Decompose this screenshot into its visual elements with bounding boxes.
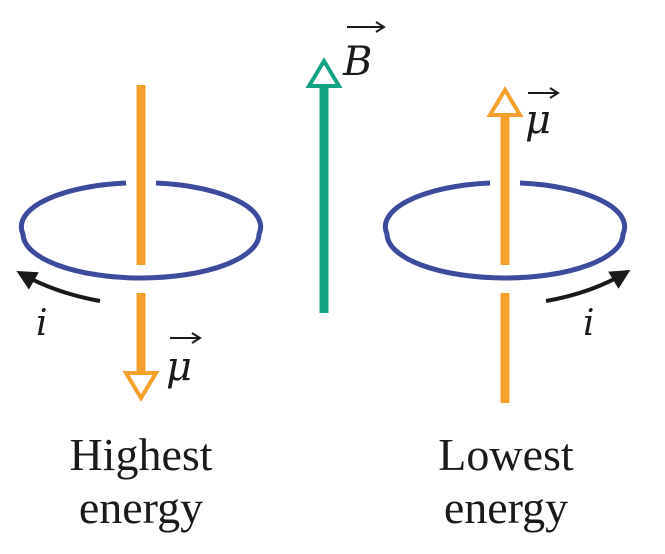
right-current-symbol: i xyxy=(583,303,595,344)
field-vector-tip xyxy=(375,21,386,33)
right-caption-line1: Lowest xyxy=(438,429,574,480)
left-current-loop xyxy=(18,180,264,281)
left-caption-line1: Highest xyxy=(69,429,212,480)
left-moment-symbol: μ xyxy=(166,344,192,390)
left-current-symbol: i xyxy=(36,303,48,344)
right-moment-label: μ xyxy=(525,87,560,143)
right-moment-arrowhead xyxy=(486,86,524,117)
left-moment-vector-tip xyxy=(191,332,202,344)
field-arrowhead xyxy=(305,57,343,88)
right-current-arrow xyxy=(545,269,631,303)
field-symbol: B xyxy=(342,39,372,85)
left-moment-label: μ xyxy=(166,332,202,390)
right-caption-line2: energy xyxy=(444,482,568,533)
right-dipole: i μ Lowest energy xyxy=(382,86,631,533)
left-current-arrow xyxy=(16,271,101,303)
left-caption-line2: energy xyxy=(79,482,203,533)
left-moment-arrowhead xyxy=(122,371,160,402)
magnetic-field: B xyxy=(305,21,386,313)
left-dipole: i μ Highest energy xyxy=(16,85,264,533)
right-moment-vector-tip xyxy=(549,87,560,99)
right-current-loop xyxy=(382,180,628,281)
right-moment-symbol: μ xyxy=(525,97,551,143)
